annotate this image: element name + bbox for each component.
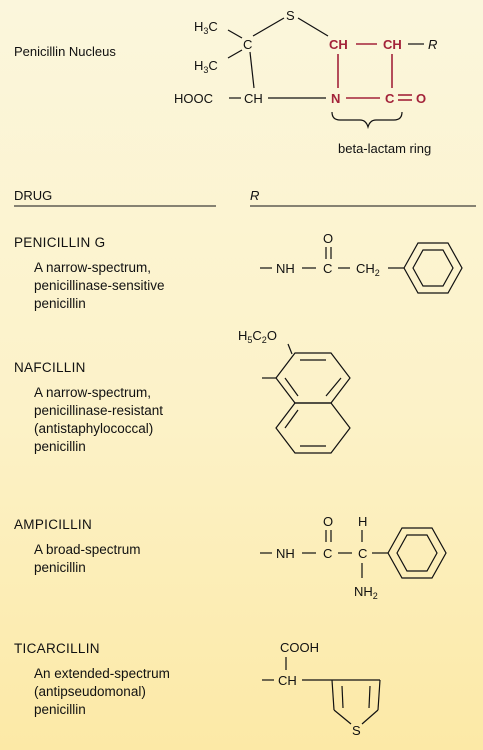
ring-ch-right: CH — [383, 37, 402, 52]
drug-desc-line: penicillin — [34, 702, 86, 717]
ring-c: C — [385, 91, 395, 106]
drug-desc-line: penicillin — [34, 560, 86, 575]
drug-desc-line: penicillinase-resistant — [34, 403, 163, 418]
structure-penicillin-g: O NH C CH2 — [260, 231, 463, 294]
pen-g-carbon: C — [323, 261, 332, 276]
drug-desc-line: A narrow-spectrum, — [34, 260, 151, 275]
nucleus-sulfur: S — [286, 8, 295, 23]
drug-desc-line: penicillinase-sensitive — [34, 278, 165, 293]
header-r: R — [250, 188, 259, 203]
drug-desc-line: penicillin — [34, 439, 86, 454]
tic-sulfur: S — [352, 723, 361, 738]
pen-g-nh: NH — [276, 261, 295, 276]
thiophene-ring — [331, 679, 381, 725]
structure-ticarcillin: COOH CH S — [262, 640, 381, 738]
drug-desc-line: An extended-spectrum — [34, 666, 170, 681]
pen-g-ch2: CH2 — [356, 261, 380, 278]
nucleus-r: R — [428, 37, 437, 52]
methyl-top: H3C — [194, 19, 218, 36]
drug-desc-line: A narrow-spectrum, — [34, 385, 151, 400]
drug-desc-line: A broad-spectrum — [34, 542, 141, 557]
amp-hydrogen: H — [358, 514, 367, 529]
ring-n: N — [331, 91, 340, 106]
structure-ampicillin: O H NH C C NH2 — [260, 514, 447, 601]
header-drug: DRUG — [14, 188, 52, 203]
benzene-ring — [387, 527, 447, 579]
naphthalene-ring-lower — [275, 402, 351, 454]
drug-desc-line: (antistaphylococcal) — [34, 421, 153, 436]
drug-name: TICARCILLIN — [14, 641, 100, 656]
amp-nh2: NH2 — [354, 584, 378, 601]
ring-o: O — [416, 91, 426, 106]
methyl-bottom: H3C — [194, 58, 218, 75]
ring-brace — [331, 111, 403, 130]
beta-lactam-ring: CH CH N C O — [329, 37, 426, 106]
drug-desc-line: penicillin — [34, 296, 86, 311]
drug-penicillin-g: PENICILLIN G A narrow-spectrum, penicill… — [14, 235, 165, 311]
drug-ticarcillin: TICARCILLIN An extended-spectrum (antips… — [14, 641, 170, 717]
tic-cooh: COOH — [280, 640, 319, 655]
nucleus-label: Penicillin Nucleus — [14, 44, 116, 59]
nucleus-hooc: HOOC — [174, 91, 213, 106]
tic-ch: CH — [278, 673, 297, 688]
nucleus-bonds — [227, 17, 424, 99]
amp-nh: NH — [276, 546, 295, 561]
nucleus-carbon: C — [243, 37, 252, 52]
drug-ampicillin: AMPICILLIN A broad-spectrum penicillin — [14, 517, 141, 575]
ring-ch-left: CH — [329, 37, 348, 52]
drug-name: PENICILLIN G — [14, 235, 105, 250]
pen-g-oxygen: O — [323, 231, 333, 246]
drug-name: NAFCILLIN — [14, 360, 86, 375]
amp-carbon-2: C — [358, 546, 367, 561]
ring-label: beta-lactam ring — [338, 141, 431, 156]
drug-name: AMPICILLIN — [14, 517, 92, 532]
nucleus-ch-bottom: CH — [244, 91, 263, 106]
amp-carbon-1: C — [323, 546, 332, 561]
drug-nafcillin: NAFCILLIN A narrow-spectrum, penicillina… — [14, 360, 163, 454]
benzene-ring — [403, 242, 463, 294]
structure-nafcillin: H5C2O — [238, 328, 351, 454]
amp-oxygen: O — [323, 514, 333, 529]
naf-h5c2o: H5C2O — [238, 328, 277, 345]
drug-desc-line: (antipseudomonal) — [34, 684, 146, 699]
